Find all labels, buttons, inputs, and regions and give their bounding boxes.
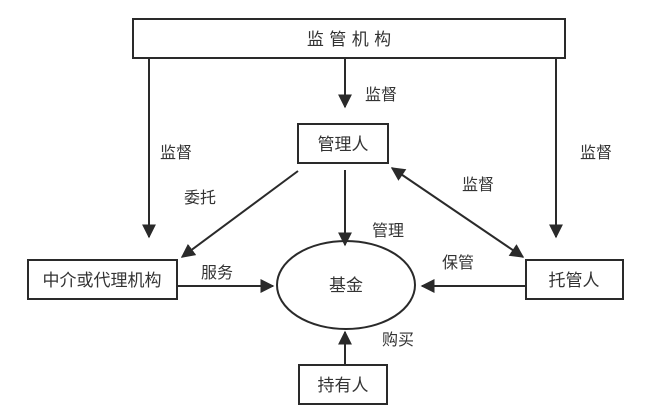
- node-custodian: 托管人: [525, 259, 624, 300]
- edge-label: 购买: [382, 330, 414, 349]
- edge-manager-custodian: 监督: [390, 167, 525, 258]
- edge-label: 监督: [580, 143, 612, 162]
- edge-regulator-custodian: 监督: [549, 58, 612, 239]
- edge-label: 监督: [462, 175, 494, 194]
- node-custodian-label: 托管人: [549, 271, 600, 291]
- node-manager-label: 管理人: [318, 135, 369, 155]
- edge-intermediary-fund: 服务: [177, 263, 275, 293]
- edge-regulator-intermediary: 监督: [142, 58, 192, 239]
- node-intermediary: 中介或代理机构: [27, 259, 178, 300]
- edge-label: 监督: [365, 85, 397, 104]
- edge-manager-fund: 管理: [338, 170, 404, 247]
- edge-label: 服务: [201, 263, 233, 282]
- node-regulator-label: 监 管 机 构: [307, 30, 391, 50]
- node-fund: 基金: [276, 240, 416, 330]
- edge-label: 监督: [160, 143, 192, 162]
- node-holder-label: 持有人: [318, 376, 369, 396]
- edge-label: 委托: [184, 188, 216, 207]
- node-fund-label: 基金: [329, 276, 363, 296]
- edge-label: 保管: [442, 253, 474, 272]
- edge-holder-fund: 购买: [338, 330, 414, 365]
- node-intermediary-label: 中介或代理机构: [43, 271, 162, 291]
- node-manager: 管理人: [297, 123, 389, 164]
- edge-regulator-manager: 监督: [338, 58, 397, 109]
- edge-label: 管理: [372, 221, 404, 240]
- node-holder: 持有人: [298, 364, 388, 405]
- edge-manager-intermediary: 委托: [180, 170, 299, 258]
- node-regulator: 监 管 机 构: [132, 18, 566, 59]
- edge-custodian-fund: 保管: [420, 253, 526, 293]
